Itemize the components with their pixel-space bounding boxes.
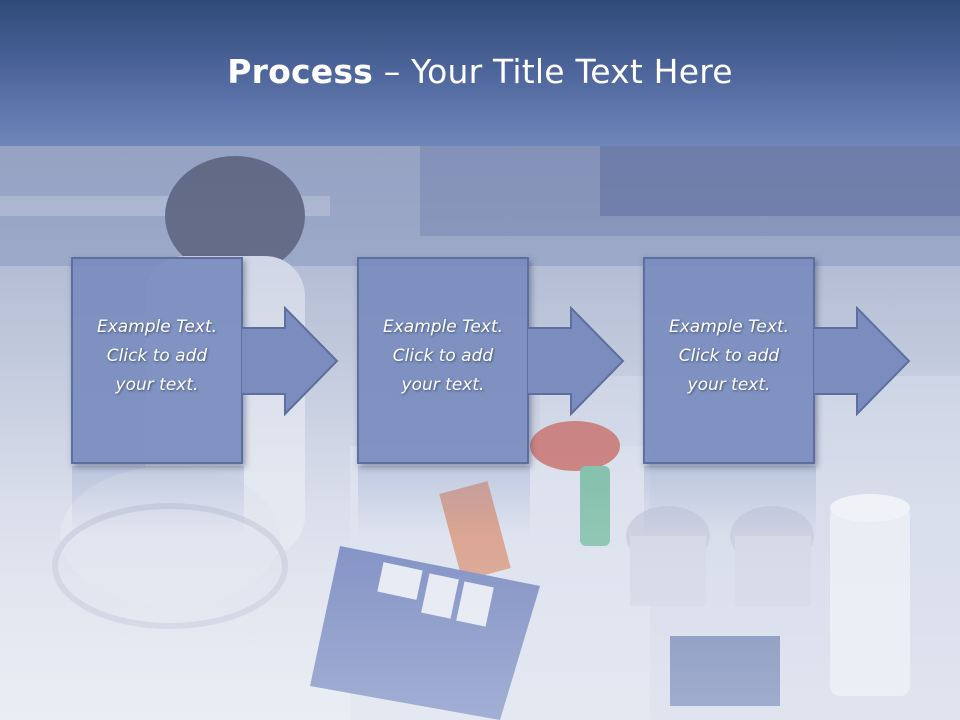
step-3-line-2: Click to add bbox=[678, 346, 780, 366]
arrow-right-icon bbox=[241, 306, 339, 416]
step-3-line-3: your text. bbox=[687, 375, 771, 395]
step-1-reflection bbox=[72, 466, 244, 536]
step-1-text[interactable]: Example Text. Click to add your text. bbox=[73, 313, 241, 400]
step-3-reflection bbox=[644, 466, 816, 536]
step-1-line-3: your text. bbox=[115, 375, 199, 395]
step-1-line-2: Click to add bbox=[106, 346, 208, 366]
arrow-right-icon bbox=[813, 306, 911, 416]
slide-title[interactable]: Process – Your Title Text Here bbox=[0, 52, 960, 91]
step-2-line-1: Example Text. bbox=[382, 317, 504, 337]
step-3-line-1: Example Text. bbox=[668, 317, 790, 337]
title-rest: – Your Title Text Here bbox=[373, 52, 733, 91]
step-2-text[interactable]: Example Text. Click to add your text. bbox=[359, 313, 527, 400]
process-step-3[interactable]: Example Text. Click to add your text. bbox=[643, 257, 815, 464]
title-bold: Process bbox=[227, 52, 374, 91]
process-step-2[interactable]: Example Text. Click to add your text. bbox=[357, 257, 529, 464]
step-2-line-3: your text. bbox=[401, 375, 485, 395]
arrow-right-icon bbox=[527, 306, 625, 416]
title-band: Process – Your Title Text Here bbox=[0, 0, 960, 146]
process-step-1[interactable]: Example Text. Click to add your text. bbox=[71, 257, 243, 464]
lab-background-photo bbox=[0, 146, 960, 720]
step-2-reflection bbox=[358, 466, 530, 536]
step-1-line-1: Example Text. bbox=[96, 317, 218, 337]
step-2-line-2: Click to add bbox=[392, 346, 494, 366]
step-3-text[interactable]: Example Text. Click to add your text. bbox=[645, 313, 813, 400]
